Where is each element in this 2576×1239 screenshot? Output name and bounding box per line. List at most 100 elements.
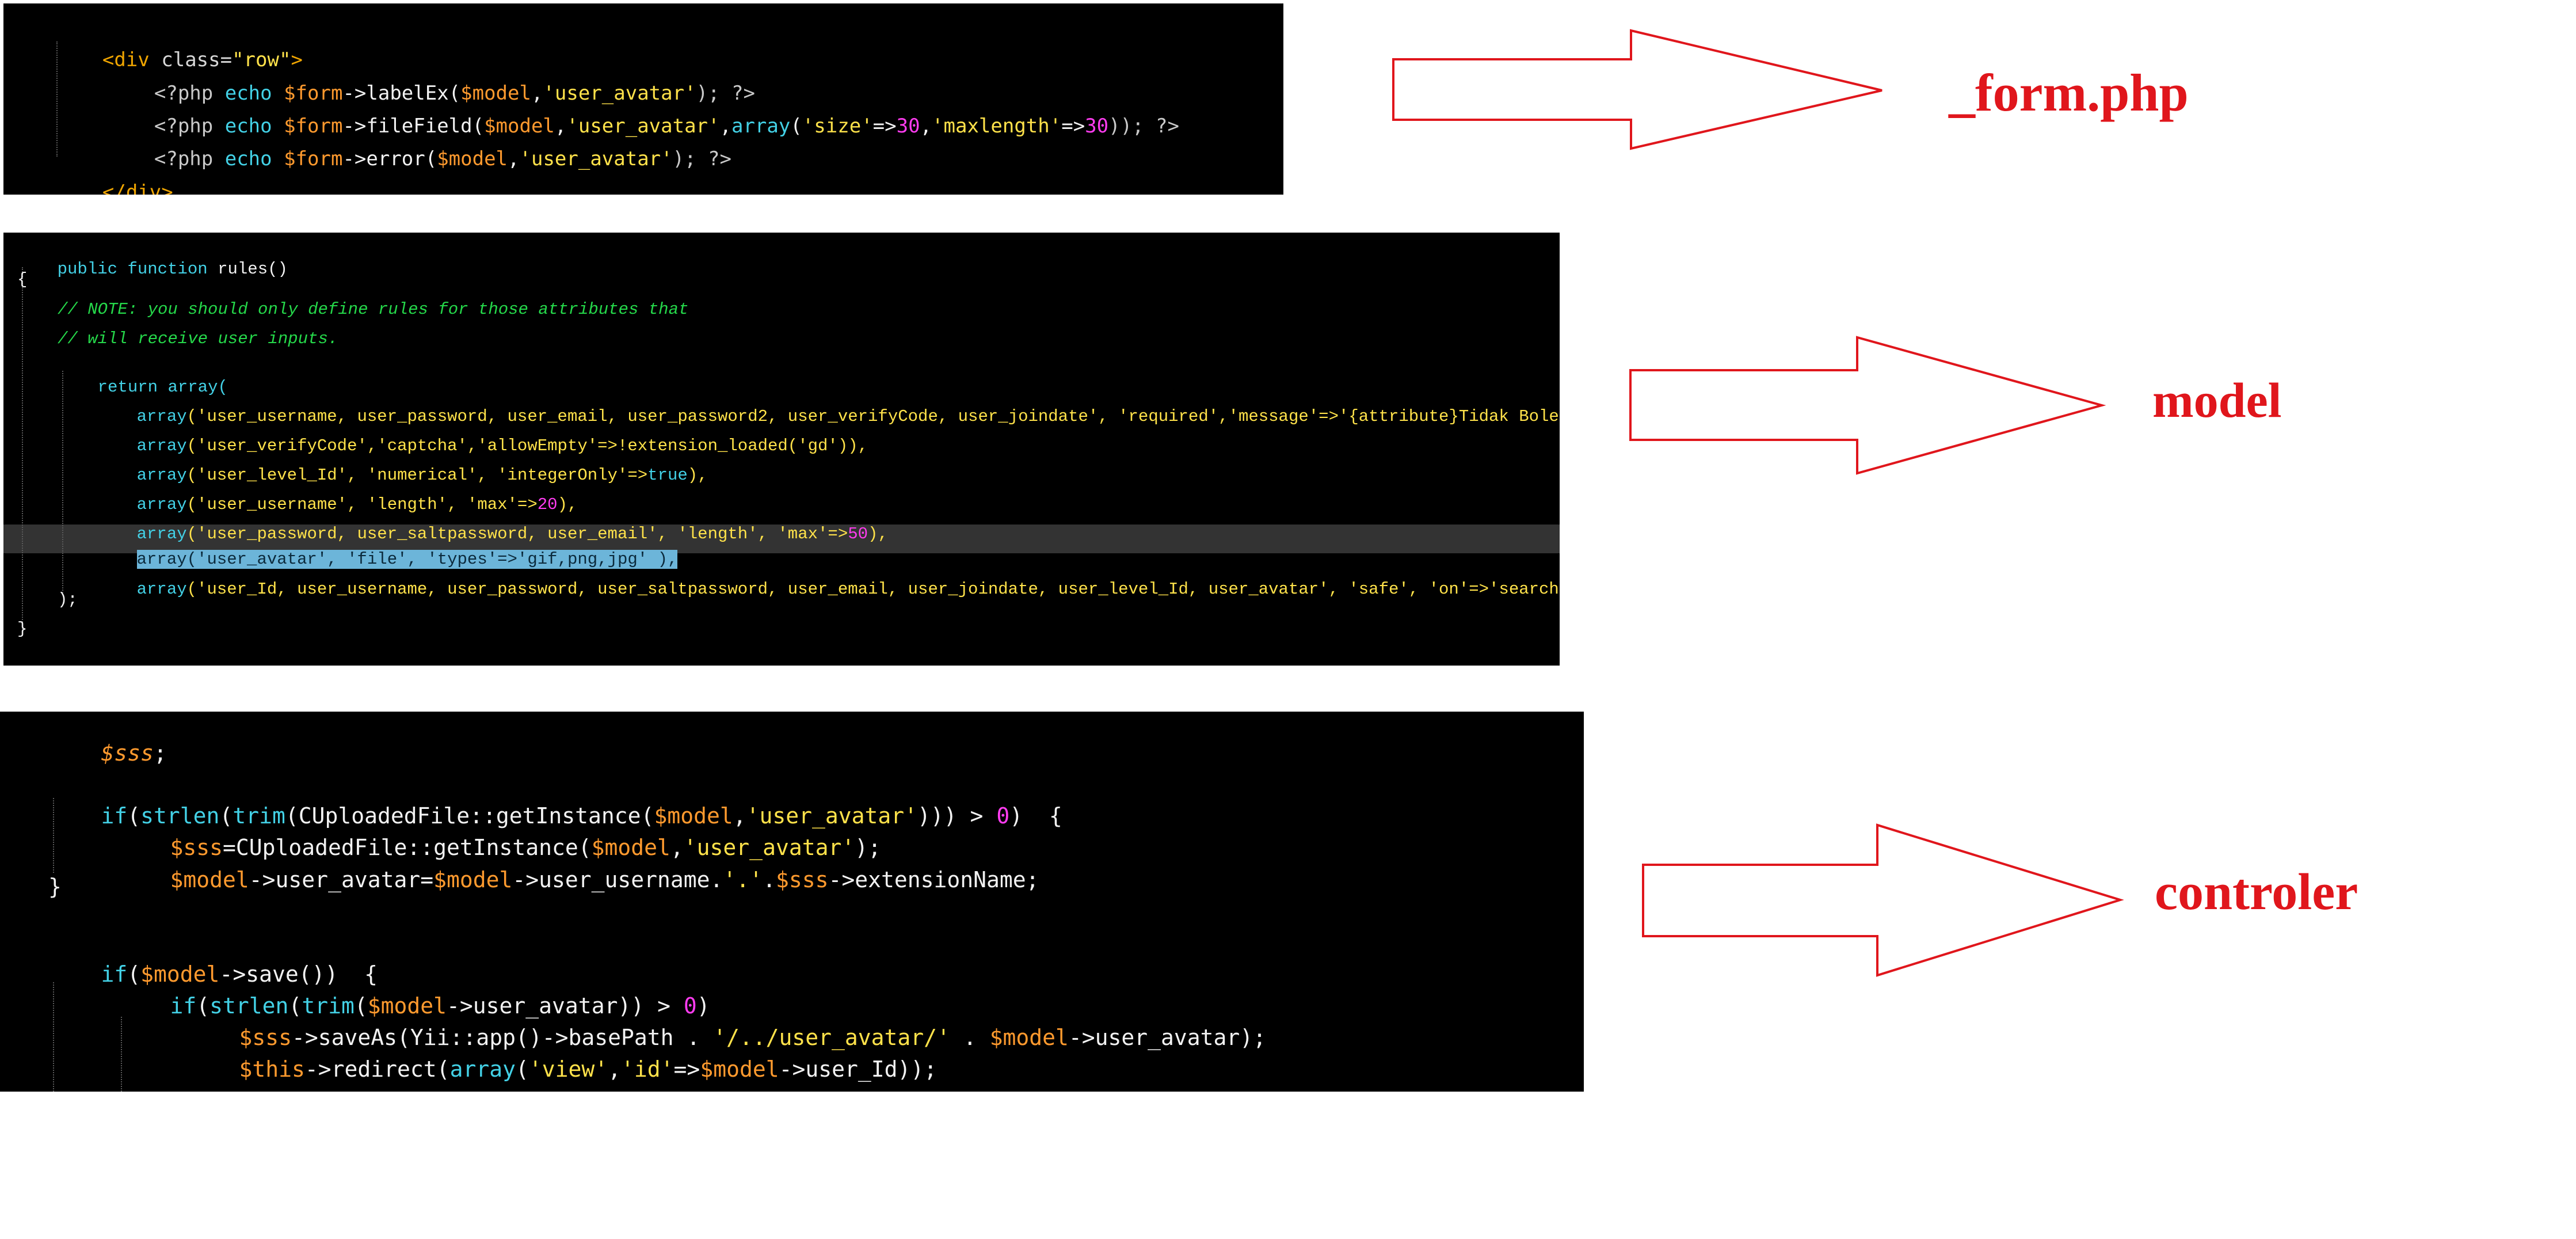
code-token: echo [224, 115, 284, 138]
code-token: ('user_avatar', 'file', 'types'=>'gif,pn… [186, 550, 678, 569]
code-token: ('user_verifyCode','captcha','allowEmpty… [186, 436, 868, 455]
code-line: array('user_verifyCode','captcha','allow… [97, 417, 868, 474]
code-token: , [920, 115, 932, 138]
code-token: ( [127, 961, 141, 987]
code-token: $model [433, 867, 513, 892]
form-file-label: _form.php [1949, 63, 2189, 122]
code-token: $form [284, 82, 343, 105]
code-line: $sss->saveAs(Yii::app()->basePath . '/..… [186, 999, 1267, 1075]
code-token: return [97, 378, 168, 397]
code-token: <?php [154, 115, 225, 138]
code-token: ->extensionName; [828, 867, 1039, 892]
code-token: if [101, 803, 128, 828]
code-token: '.' [723, 867, 763, 892]
code-token: ('user_username, user_password, user_ema… [186, 407, 1560, 426]
code-token: $sss [170, 835, 223, 860]
code-line: $model->user_avatar=$model->user_usernam… [117, 842, 1039, 918]
code-token: , [531, 82, 543, 105]
code-token: ), [868, 525, 888, 544]
code-token: ( [515, 1056, 529, 1082]
code-token: if [101, 961, 128, 987]
indent-guide [53, 982, 54, 1092]
code-token: ( [288, 993, 302, 1018]
code-token: $model [591, 835, 670, 860]
indent-guide [121, 1017, 122, 1092]
indent-guide [62, 371, 63, 595]
code-token: ('user_username', 'length', 'max'=> [186, 495, 538, 514]
code-token: 'id' [621, 1056, 674, 1082]
code-token: , [608, 1056, 622, 1082]
code-token: ), [557, 495, 578, 514]
code-token: $model [140, 961, 220, 987]
code-token: => [1061, 115, 1085, 138]
code-token: , [508, 147, 520, 170]
code-token: rules() [218, 260, 288, 279]
code-token: array [449, 1056, 516, 1082]
code-comment: // NOTE: you should only define rules fo… [58, 300, 689, 319]
code-token: trim [302, 993, 355, 1018]
code-token: $model [367, 993, 447, 1018]
selected-code-line[interactable]: array('user_avatar', 'file', 'types'=>'g… [97, 531, 678, 588]
code-token: ->labelEx( [342, 82, 461, 105]
code-token: 'user_avatar' [683, 835, 855, 860]
arrow-right-icon [1392, 29, 1883, 150]
code-token: 'maxlength' [932, 115, 1062, 138]
code-token: array [136, 407, 187, 426]
code-token: 'view' [528, 1056, 608, 1082]
code-token: ( [354, 993, 368, 1018]
model-label: model [2152, 373, 2282, 428]
code-token: $model [170, 867, 249, 892]
code-token: $form [284, 147, 343, 170]
current-line-highlight [3, 525, 1560, 553]
code-token: , [719, 115, 731, 138]
code-token: 0 [683, 993, 697, 1018]
code-token: ( [790, 115, 802, 138]
code-token: ->error( [342, 147, 437, 170]
code-line: public function rules() [17, 241, 288, 298]
code-line: <div class="row"> [55, 25, 303, 94]
code-token: $sss [101, 740, 154, 766]
code-token: ->user_avatar); [1068, 1025, 1267, 1050]
code-token: $this [239, 1056, 305, 1082]
code-token: (CUploadedFile::getInstance( [285, 803, 654, 828]
code-token: ->fileField( [342, 115, 485, 138]
code-token: echo [224, 147, 284, 170]
code-token: $sss [239, 1025, 292, 1050]
indent-guide [22, 267, 23, 636]
code-token: 'user_avatar' [543, 82, 696, 105]
code-token: </div> [102, 181, 173, 195]
code-token: 'user_avatar' [566, 115, 720, 138]
code-token: 30 [1085, 115, 1109, 138]
code-token: $model [989, 1025, 1069, 1050]
code-token: )); ?> [1108, 115, 1179, 138]
arrow-right-icon [1642, 823, 2124, 977]
code-token: array [136, 495, 187, 514]
code-line: $sss=CUploadedFile::getInstance($model,'… [117, 809, 881, 885]
code-token: ( [219, 803, 233, 828]
code-line: $this->redirect(array('view','id'=>$mode… [186, 1031, 938, 1092]
code-line: { [17, 270, 28, 289]
code-token: <div [102, 48, 162, 71]
code-token: strlen [140, 803, 220, 828]
controller-code-panel: $sss; if(strlen(trim(CUploadedFile::getI… [0, 712, 1584, 1092]
code-token: array( [167, 378, 228, 397]
controller-label: controler [2155, 864, 2358, 921]
code-token: , [733, 803, 746, 828]
model-code-panel: public function rules() { // NOTE: you s… [3, 233, 1560, 666]
code-token: array [136, 525, 187, 544]
code-line: <?php echo $form->labelEx($model,'user_a… [107, 59, 755, 128]
code-token: ) { [1009, 803, 1062, 828]
code-token: ), [687, 466, 708, 485]
code-token: if [170, 993, 197, 1018]
code-line: array('user_Id, user_username, user_pass… [97, 561, 1560, 618]
code-token: array [136, 550, 187, 569]
code-token: ->user_avatar)) > [447, 993, 684, 1018]
code-token: 20 [537, 495, 558, 514]
code-token: , [554, 115, 567, 138]
code-token: array [136, 436, 187, 455]
code-line: ); [58, 590, 78, 609]
code-token: 0 [996, 803, 1010, 828]
code-token: ->redirect( [304, 1056, 450, 1082]
code-token: 50 [848, 525, 868, 544]
code-line: if(strlen(trim(CUploadedFile::getInstanc… [48, 778, 1062, 854]
